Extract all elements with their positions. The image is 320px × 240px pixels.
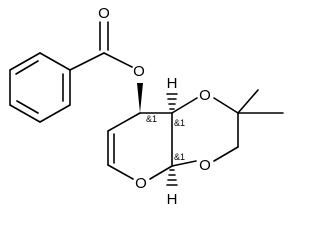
bond [171, 160, 197, 167]
carbonyl-oxygen-label: O [98, 5, 110, 22]
dioxane-oxygen-upper-label: O [199, 87, 211, 104]
bond [149, 165, 173, 180]
benzene-ring [9, 52, 71, 123]
bond [107, 112, 141, 132]
chemical-structure: O O O &1 &1 &1 H H O O [9, 5, 284, 208]
aromatic-bond [15, 60, 39, 75]
bond [213, 146, 239, 162]
ester-oxygen-label: O [133, 63, 145, 80]
bond [69, 52, 105, 71]
wedge-bond [137, 83, 143, 113]
bond [107, 164, 134, 180]
bond [9, 52, 41, 71]
dioxane-oxygen-lower-label: O [199, 157, 211, 174]
bond [171, 97, 198, 114]
methyl-bond [237, 89, 259, 114]
hashed-wedge-upper [166, 93, 178, 110]
bond [9, 104, 41, 123]
aromatic-bond [16, 100, 39, 114]
stereo-label-c4: &1 [146, 114, 157, 124]
stereo-label-c8a: &1 [174, 118, 185, 128]
pyran-oxygen-label: O [135, 175, 147, 192]
bond [103, 52, 133, 68]
lower-hydrogen-label: H [167, 191, 178, 208]
upper-hydrogen-label: H [167, 75, 178, 92]
structure-canvas: O O O &1 &1 &1 H H O O [9, 5, 284, 208]
hashed-wedge-lower [166, 169, 178, 186]
bond [213, 97, 239, 114]
stereo-label-c4a: &1 [174, 152, 185, 162]
bond [39, 52, 71, 71]
bond [39, 104, 71, 123]
